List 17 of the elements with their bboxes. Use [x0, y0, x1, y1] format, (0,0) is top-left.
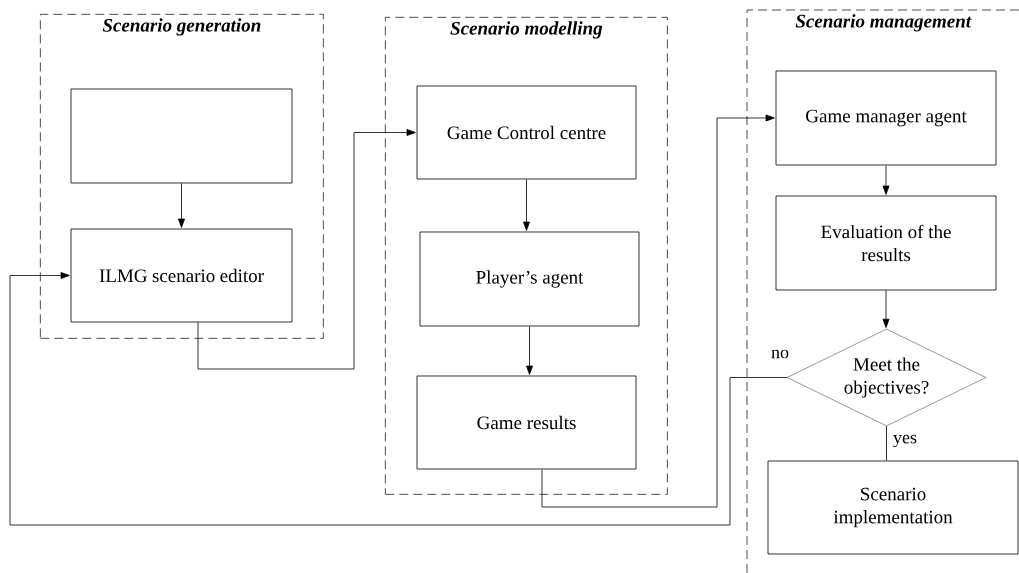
process-box: Evaluation of the results — [775, 195, 997, 291]
process-box: Game manager agent — [775, 70, 997, 166]
edge-label: yes — [892, 433, 918, 449]
process-box: ILMG scenario editor — [70, 228, 293, 323]
arrow — [541, 114, 775, 508]
arrow — [178, 183, 185, 228]
process-box: Player’s agent — [419, 231, 640, 327]
arrow — [197, 129, 416, 370]
arrow — [526, 326, 533, 375]
process-box: Game Control centre — [416, 85, 637, 180]
arrow — [882, 165, 890, 195]
arrow — [882, 290, 890, 328]
arrow — [523, 179, 530, 231]
process-box: Game results — [416, 375, 637, 470]
process-box: Scenario implementation — [767, 460, 1019, 555]
process-box — [70, 88, 293, 184]
arrow — [9, 272, 788, 526]
